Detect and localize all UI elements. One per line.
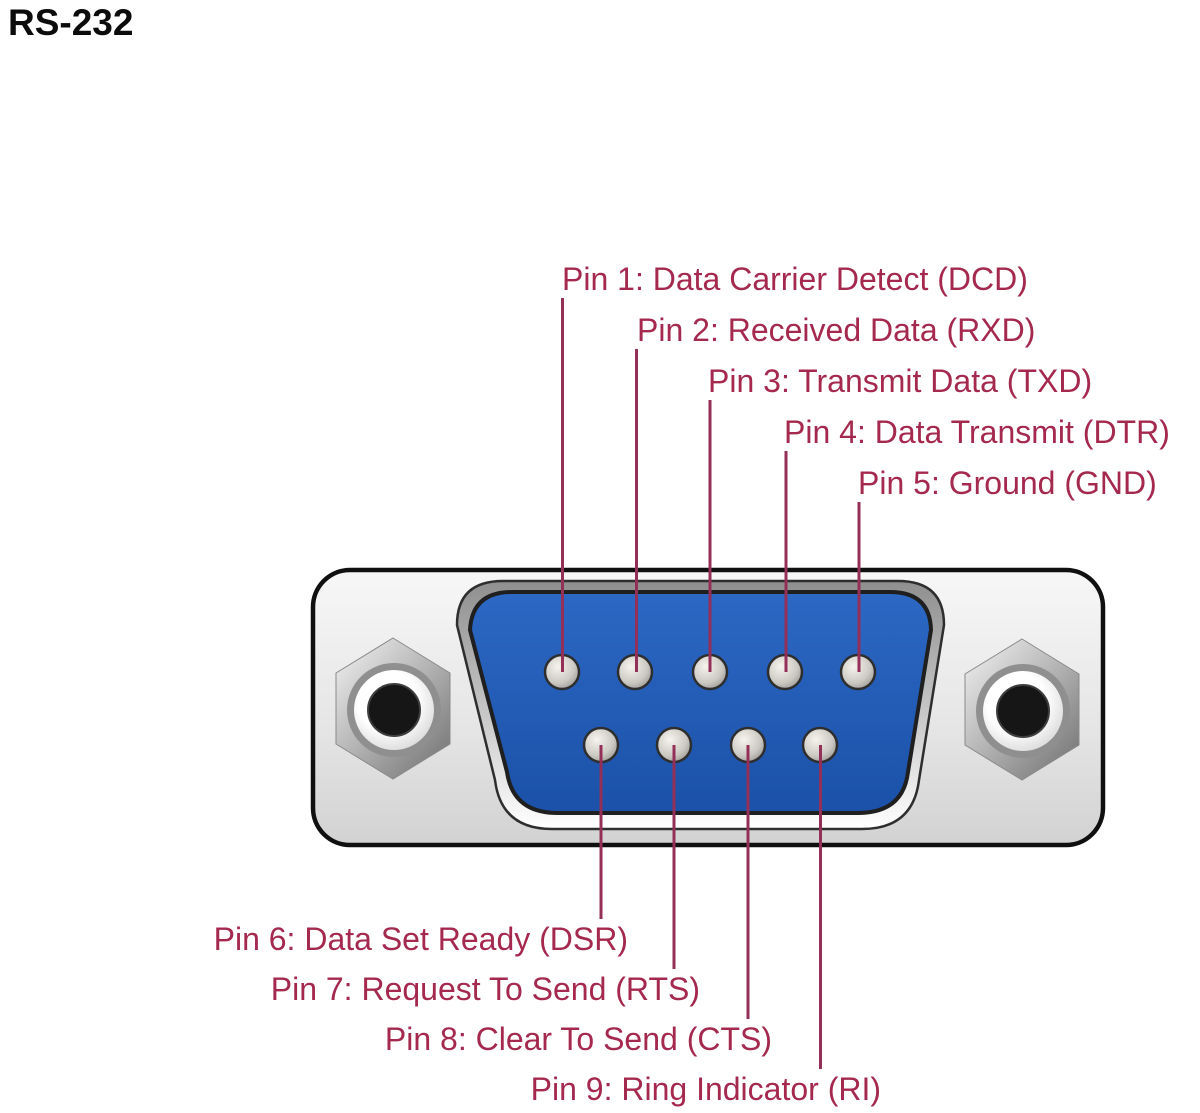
pin-8-label: Pin 8: Clear To Send (CTS) — [384, 1021, 772, 1057]
right-screw-hole — [996, 684, 1050, 738]
pin-4-label: Pin 4: Data Transmit (DTR) — [784, 414, 1170, 450]
pin-1-label: Pin 1: Data Carrier Detect (DCD) — [562, 261, 1028, 297]
right-screw-nut — [964, 638, 1080, 781]
left-screw-nut — [335, 637, 451, 780]
pin-5-label: Pin 5: Ground (GND) — [858, 465, 1157, 501]
pin-2-label: Pin 2: Received Data (RXD) — [637, 312, 1036, 348]
pin-6-label: Pin 6: Data Set Ready (DSR) — [213, 921, 628, 957]
pin-7-label: Pin 7: Request To Send (RTS) — [270, 971, 700, 1007]
pin-3-label: Pin 3: Transmit Data (TXD) — [708, 363, 1093, 399]
dsub-face — [467, 590, 934, 815]
left-screw-hole — [367, 683, 421, 737]
diagram-title: RS-232 — [8, 2, 134, 43]
pin-9-label: Pin 9: Ring Indicator (RI) — [530, 1071, 881, 1107]
